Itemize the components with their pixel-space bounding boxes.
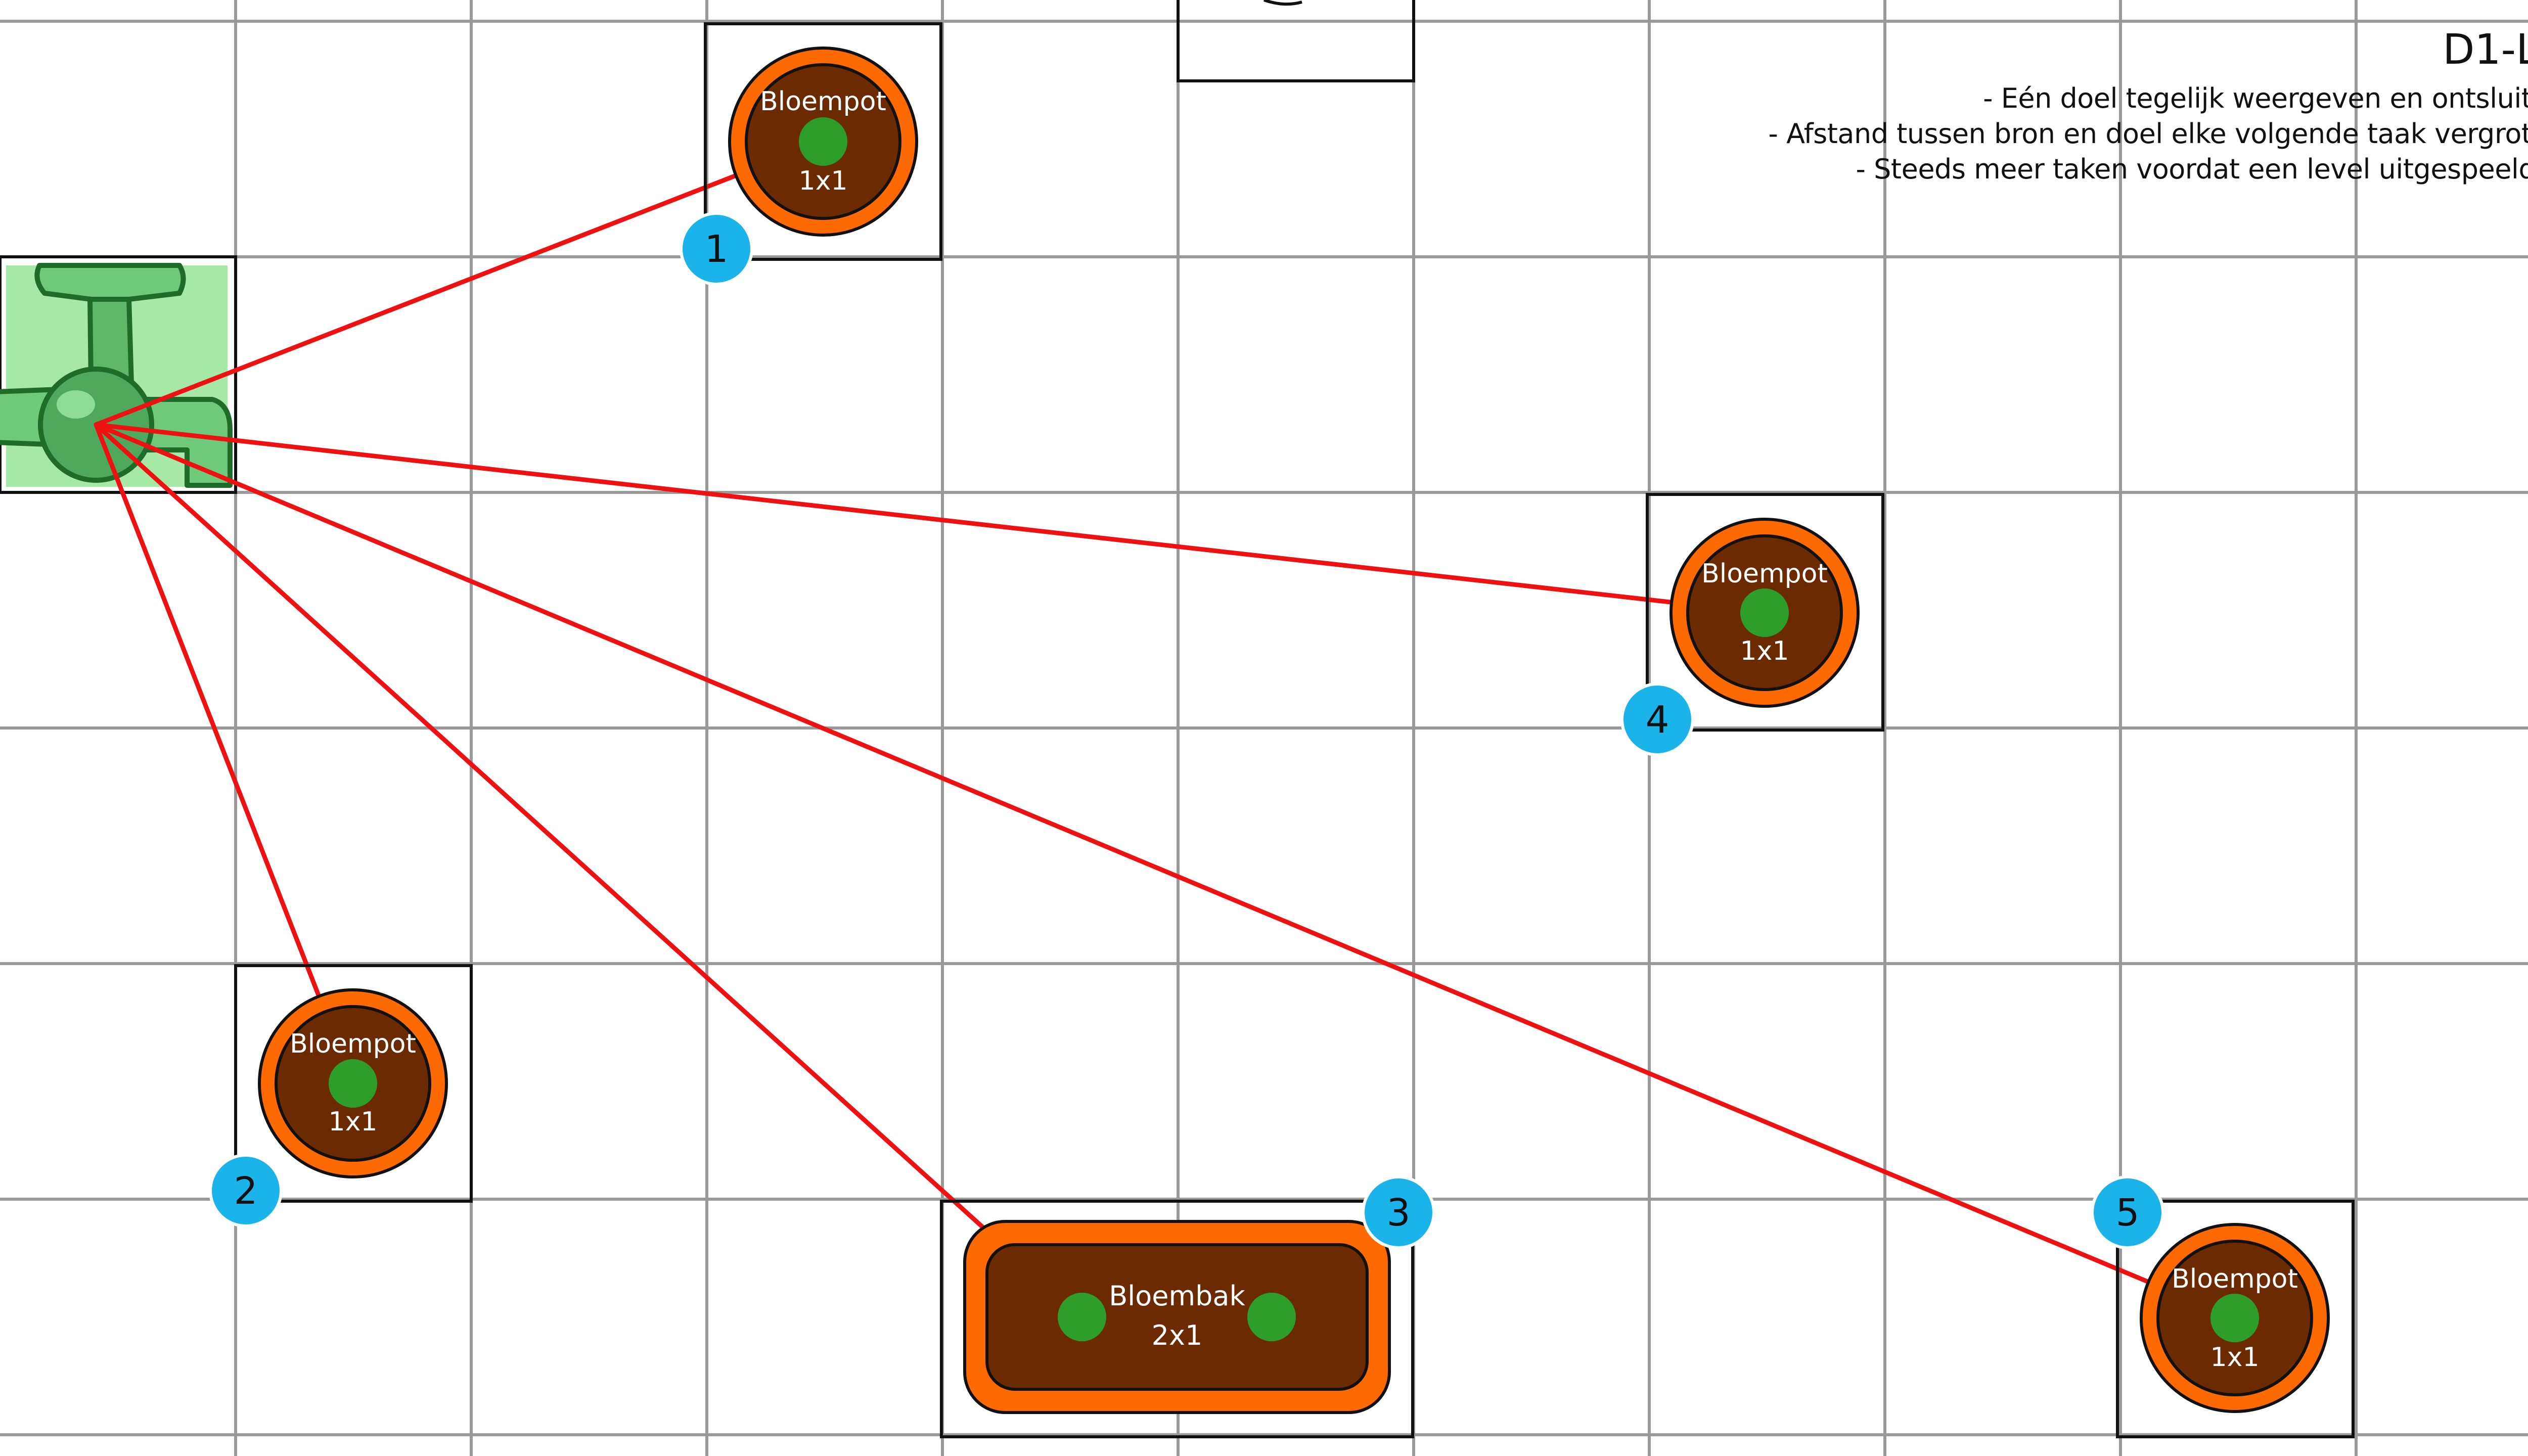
target-3	[940, 1200, 1414, 1438]
badge-2: 2	[209, 1154, 283, 1227]
target-2-name: Bloempot	[290, 1029, 416, 1059]
target-4-name: Bloempot	[1701, 559, 1828, 589]
order-badges: 1 2 3 4 5	[209, 212, 2164, 1249]
target-5-size: 1x1	[2210, 1342, 2260, 1373]
seed-dot	[799, 117, 847, 166]
link-line-4	[94, 422, 1767, 615]
svg-text:2: 2	[234, 1169, 257, 1213]
link-line-2	[94, 422, 355, 1086]
target-1-size: 1x1	[799, 166, 848, 196]
seed-dot	[329, 1059, 377, 1108]
target-4-size: 1x1	[1740, 636, 1789, 666]
seed-dot	[2210, 1294, 2259, 1342]
target-3-name: Bloembak	[1109, 1280, 1245, 1312]
badge-4: 4	[1620, 682, 1694, 756]
target-1-name: Bloempot	[760, 86, 886, 117]
note-line-3: - Steeds meer taken voordat een level ui…	[1856, 153, 2528, 185]
badge-3: 3	[1362, 1175, 1435, 1249]
seed-dot	[1247, 1293, 1296, 1341]
note-line-2: - Afstand tussen bron en doel elke volge…	[1768, 118, 2528, 150]
level-notes: D1-L4 - Eén doel tegelijk weergeven en o…	[1352, 29, 2528, 191]
links	[94, 139, 2237, 1321]
planter-soil	[985, 1243, 1369, 1391]
water-source	[0, 255, 237, 494]
target-5-name: Bloempot	[2172, 1264, 2298, 1294]
partial-top-cell	[1177, 0, 1415, 82]
seed-dot	[1058, 1293, 1106, 1341]
link-line-5	[94, 422, 2237, 1321]
target-3-size: 2x1	[1152, 1320, 1203, 1351]
target-4	[1646, 493, 1884, 732]
svg-text:5: 5	[2115, 1191, 2139, 1235]
svg-text:4: 4	[1645, 698, 1669, 742]
badge-5: 5	[2091, 1175, 2164, 1249]
svg-text:3: 3	[1386, 1191, 1410, 1235]
target-1	[704, 22, 942, 261]
level-title: D1-L4	[2443, 26, 2528, 74]
target-2	[234, 964, 473, 1203]
seed-dot	[1740, 588, 1789, 637]
target-5	[2116, 1200, 2355, 1438]
badge-1: 1	[680, 212, 753, 286]
target-2-size: 1x1	[329, 1107, 378, 1137]
link-line-1	[94, 139, 826, 427]
svg-text:1: 1	[704, 228, 728, 271]
note-line-1: - Eén doel tegelijk weergeven en ontslui…	[1983, 82, 2528, 114]
link-line-3	[94, 422, 1085, 1320]
